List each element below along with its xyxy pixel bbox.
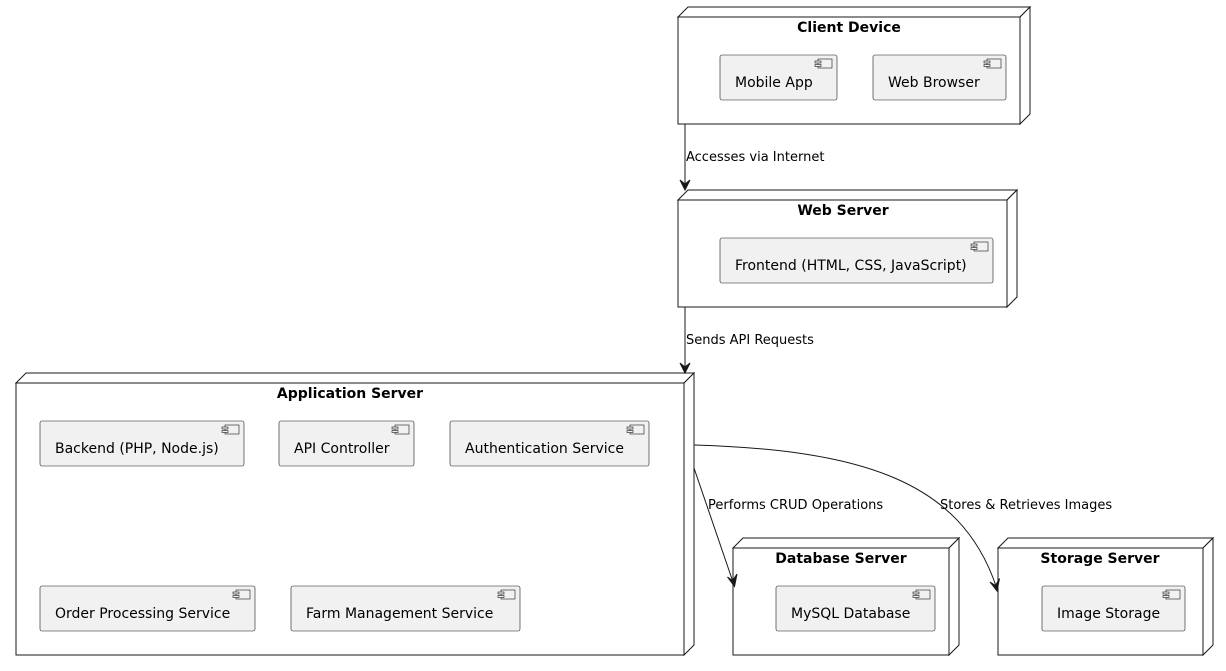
edge-label: Accesses via Internet xyxy=(686,150,824,165)
node-database-server[interactable]: Database Server MySQL Database xyxy=(731,536,961,657)
node-web-server[interactable]: Web Server Frontend (HTML, CSS, JavaScri… xyxy=(676,188,1019,309)
component-label: Order Processing Service xyxy=(55,606,230,622)
component-label: API Controller xyxy=(294,441,390,457)
node-storage-server[interactable]: Storage Server Image Storage xyxy=(996,536,1215,657)
arrowhead-icon xyxy=(679,179,691,192)
edge-label: Sends API Requests xyxy=(686,333,814,348)
arrowhead-icon xyxy=(989,578,1000,593)
component-api-controller[interactable]: API Controller xyxy=(278,420,415,467)
node-title: Database Server xyxy=(775,551,906,567)
edge-web-to-app: Sends API Requests xyxy=(679,307,814,375)
component-image-storage[interactable]: Image Storage xyxy=(1041,585,1186,632)
edge-app-to-db: Performs CRUD Operations xyxy=(693,467,883,588)
component-label: MySQL Database xyxy=(791,606,910,622)
edge-line xyxy=(693,444,997,587)
component-farm-management-service[interactable]: Farm Management Service xyxy=(290,585,521,632)
node-application-server[interactable]: Application Server Backend (PHP, Node.js… xyxy=(14,371,696,657)
arrowhead-icon xyxy=(679,362,691,375)
edge-app-to-storage: Stores & Retrieves Images xyxy=(693,444,1112,593)
edge-client-to-web: Accesses via Internet xyxy=(679,124,824,192)
arrowhead-icon xyxy=(727,573,738,588)
node-title: Web Server xyxy=(797,203,888,219)
component-label: Authentication Service xyxy=(465,441,624,457)
component-label: Web Browser xyxy=(888,75,980,91)
component-label: Image Storage xyxy=(1057,606,1160,622)
component-label: Mobile App xyxy=(735,75,813,91)
component-label: Frontend (HTML, CSS, JavaScript) xyxy=(735,258,967,274)
edge-label: Stores & Retrieves Images xyxy=(940,498,1112,513)
component-web-browser[interactable]: Web Browser xyxy=(872,54,1007,101)
component-order-processing-service[interactable]: Order Processing Service xyxy=(39,585,256,632)
edge-line xyxy=(693,467,734,583)
node-title: Storage Server xyxy=(1040,551,1159,567)
component-label: Backend (PHP, Node.js) xyxy=(55,441,219,457)
component-frontend[interactable]: Frontend (HTML, CSS, JavaScript) xyxy=(719,237,994,284)
component-backend[interactable]: Backend (PHP, Node.js) xyxy=(39,420,245,467)
component-mysql-database[interactable]: MySQL Database xyxy=(775,585,936,632)
component-label: Farm Management Service xyxy=(306,606,493,622)
node-title: Application Server xyxy=(277,386,423,402)
node-client-device[interactable]: Client Device Mobile App Web Browser xyxy=(676,5,1032,126)
component-mobile-app[interactable]: Mobile App xyxy=(719,54,838,101)
edge-label: Performs CRUD Operations xyxy=(708,498,883,513)
node-title: Client Device xyxy=(797,20,901,36)
component-authentication-service[interactable]: Authentication Service xyxy=(449,420,650,467)
